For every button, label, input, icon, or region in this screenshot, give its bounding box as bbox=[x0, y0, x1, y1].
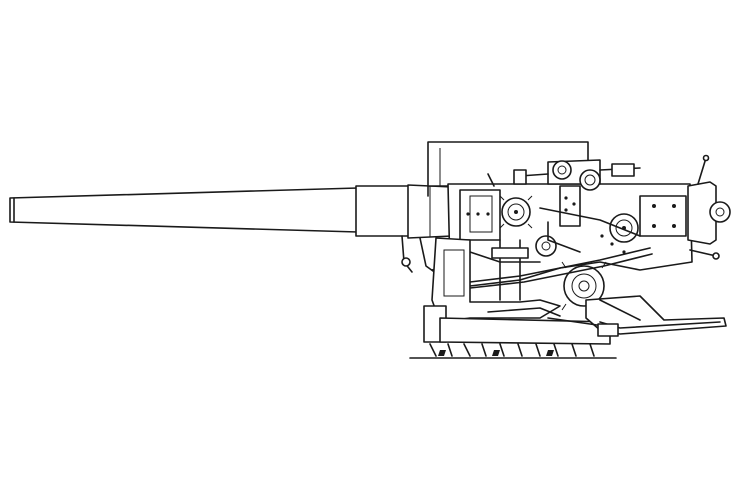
recoil-linkage bbox=[401, 207, 653, 301]
gun-barrel bbox=[9, 184, 453, 239]
gun-base bbox=[409, 343, 617, 359]
gun-carriage bbox=[423, 237, 611, 345]
sight-mechanism bbox=[487, 159, 641, 191]
gun-trail bbox=[487, 295, 727, 337]
elevating-gears bbox=[499, 195, 639, 311]
